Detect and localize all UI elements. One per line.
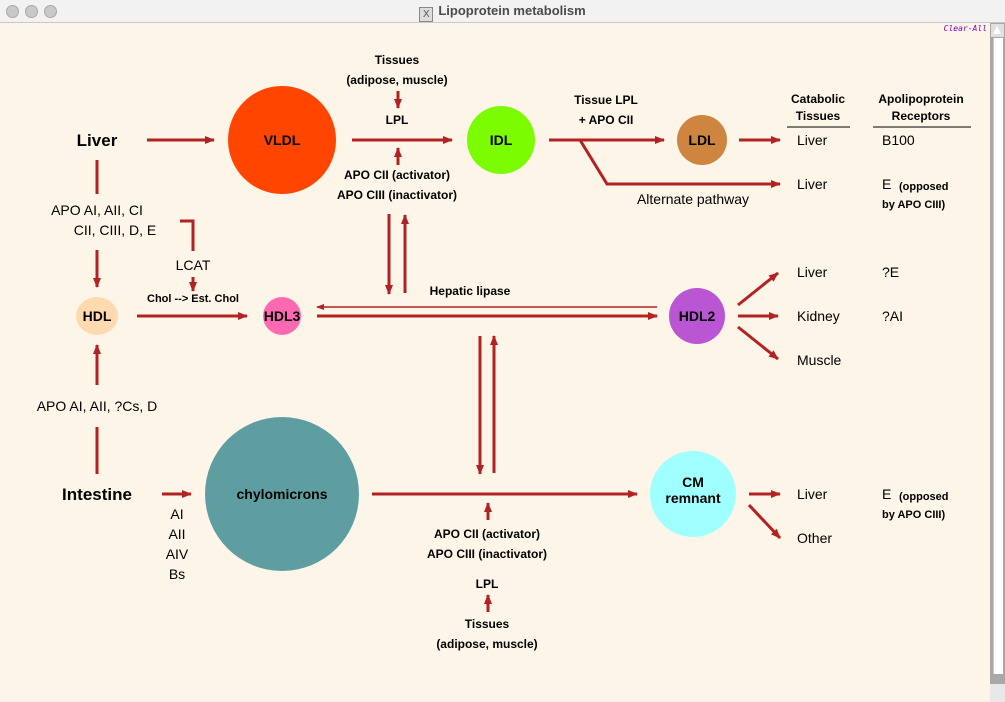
label-hdl2: HDL2: [679, 308, 716, 324]
chylo-apo-item: AI: [170, 506, 183, 522]
node-vldl[interactable]: [228, 86, 336, 194]
title-bar: X Lipoprotein metabolism: [0, 0, 1005, 23]
label-tissues-bottom: Tissues: [465, 617, 510, 631]
note-alt-opposed: (opposed: [899, 181, 949, 193]
zoom-button[interactable]: [44, 5, 57, 18]
source-liver: Liver: [77, 131, 118, 150]
chylo-apo-item: Bs: [169, 566, 185, 582]
resize-grip-icon[interactable]: [990, 684, 1005, 702]
minimize-button[interactable]: [25, 5, 38, 18]
arrow-hdl2-muscle: [737, 325, 779, 361]
label-hepatic-lipase: Hepatic lipase: [430, 284, 511, 298]
clear-all-button[interactable]: Clear-All: [943, 24, 987, 33]
label-adipose-bottom: (adipose, muscle): [436, 637, 537, 651]
note-cm-apociii: by APO CIII): [882, 509, 945, 521]
tissue-ldl-liver: Liver: [797, 132, 828, 148]
label-tissues-top: Tissues: [375, 53, 420, 67]
chylo-apo-item: AIV: [166, 546, 189, 562]
node-hdl3[interactable]: [263, 297, 301, 335]
label-liver-apo-2: CII, CIII, D, E: [74, 222, 156, 238]
window-title: X Lipoprotein metabolism: [0, 3, 1005, 22]
scrollbar-track[interactable]: [993, 38, 1003, 674]
note-cm-opposed: (opposed: [899, 491, 949, 503]
label-apo-cii-top: APO CII (activator): [344, 168, 450, 182]
label-lcat: LCAT: [176, 257, 211, 273]
source-intestine: Intestine: [62, 485, 132, 504]
label-apo-ciii-bottom: APO CIII (inactivator): [427, 547, 547, 561]
scroll-up-arrow-icon[interactable]: [991, 24, 1004, 37]
header-catabolic: Catabolic: [791, 92, 845, 106]
receptor-hdl2: ?AI: [882, 308, 903, 324]
label-adipose-top: (adipose, muscle): [346, 73, 447, 87]
vertical-scrollbar[interactable]: [990, 23, 1005, 702]
header-tissues: Tissues: [796, 109, 841, 123]
label-chylomicrons: chylomicrons: [236, 486, 327, 502]
node-hdl[interactable]: [76, 297, 118, 335]
node-cm-remnant[interactable]: [650, 451, 736, 537]
label-cm: CM: [682, 474, 704, 490]
arrow-alternate-pathway: [578, 139, 781, 188]
note-alt-apociii: by APO CIII): [882, 199, 945, 211]
label-apo-cii-bottom: APO CII (activator): [434, 527, 540, 541]
label-vldl: VLDL: [264, 132, 301, 148]
label-alternate-pathway: Alternate pathway: [637, 191, 749, 207]
tissue-hdl2: Muscle: [797, 352, 842, 368]
label-lpl-bottom: LPL: [476, 577, 499, 591]
label-chol-est: Chol --> Est. Chol: [147, 293, 239, 305]
label-hdl3: HDL3: [264, 308, 301, 324]
receptor-b100: B100: [882, 132, 915, 148]
label-ldl: LDL: [688, 132, 716, 148]
node-hdl2[interactable]: [669, 288, 725, 344]
label-plus-apo-cii: + APO CII: [579, 113, 634, 127]
node-idl[interactable]: [467, 106, 535, 174]
node-ldl[interactable]: [677, 115, 727, 165]
label-idl: IDL: [490, 132, 513, 148]
arrow-cm-other: [747, 503, 782, 540]
label-remnant: remnant: [665, 490, 721, 506]
arrow-hdl2-liver: [737, 271, 779, 307]
label-apo-ciii-top: APO CIII (inactivator): [337, 188, 457, 202]
window-title-text: Lipoprotein metabolism: [438, 3, 586, 18]
header-receptors: Receptors: [892, 109, 951, 123]
receptor-alt-e: E: [882, 176, 891, 192]
receptor-hdl2: ?E: [882, 264, 899, 280]
tissue-cm: Other: [797, 530, 832, 546]
tissue-hdl2: Liver: [797, 264, 828, 280]
receptor-cm-e: E: [882, 486, 891, 502]
tissue-alt-liver: Liver: [797, 176, 828, 192]
lcat-connector: [180, 219, 195, 251]
label-tissue-lpl: Tissue LPL: [574, 93, 638, 107]
header-apolipoprotein: Apolipoprotein: [878, 92, 963, 106]
x11-icon: X: [419, 7, 434, 22]
tissue-cm: Liver: [797, 486, 828, 502]
node-chylomicrons[interactable]: [205, 417, 359, 571]
chylo-apo-item: AII: [168, 526, 185, 542]
close-button[interactable]: [6, 5, 19, 18]
label-hdl: HDL: [83, 308, 112, 324]
label-intestine-apo: APO AI, AII, ?Cs, D: [37, 398, 158, 414]
tissue-hdl2: Kidney: [797, 308, 840, 324]
label-liver-apo-1: APO AI, AII, CI: [51, 202, 143, 218]
label-lpl-top: LPL: [386, 113, 409, 127]
